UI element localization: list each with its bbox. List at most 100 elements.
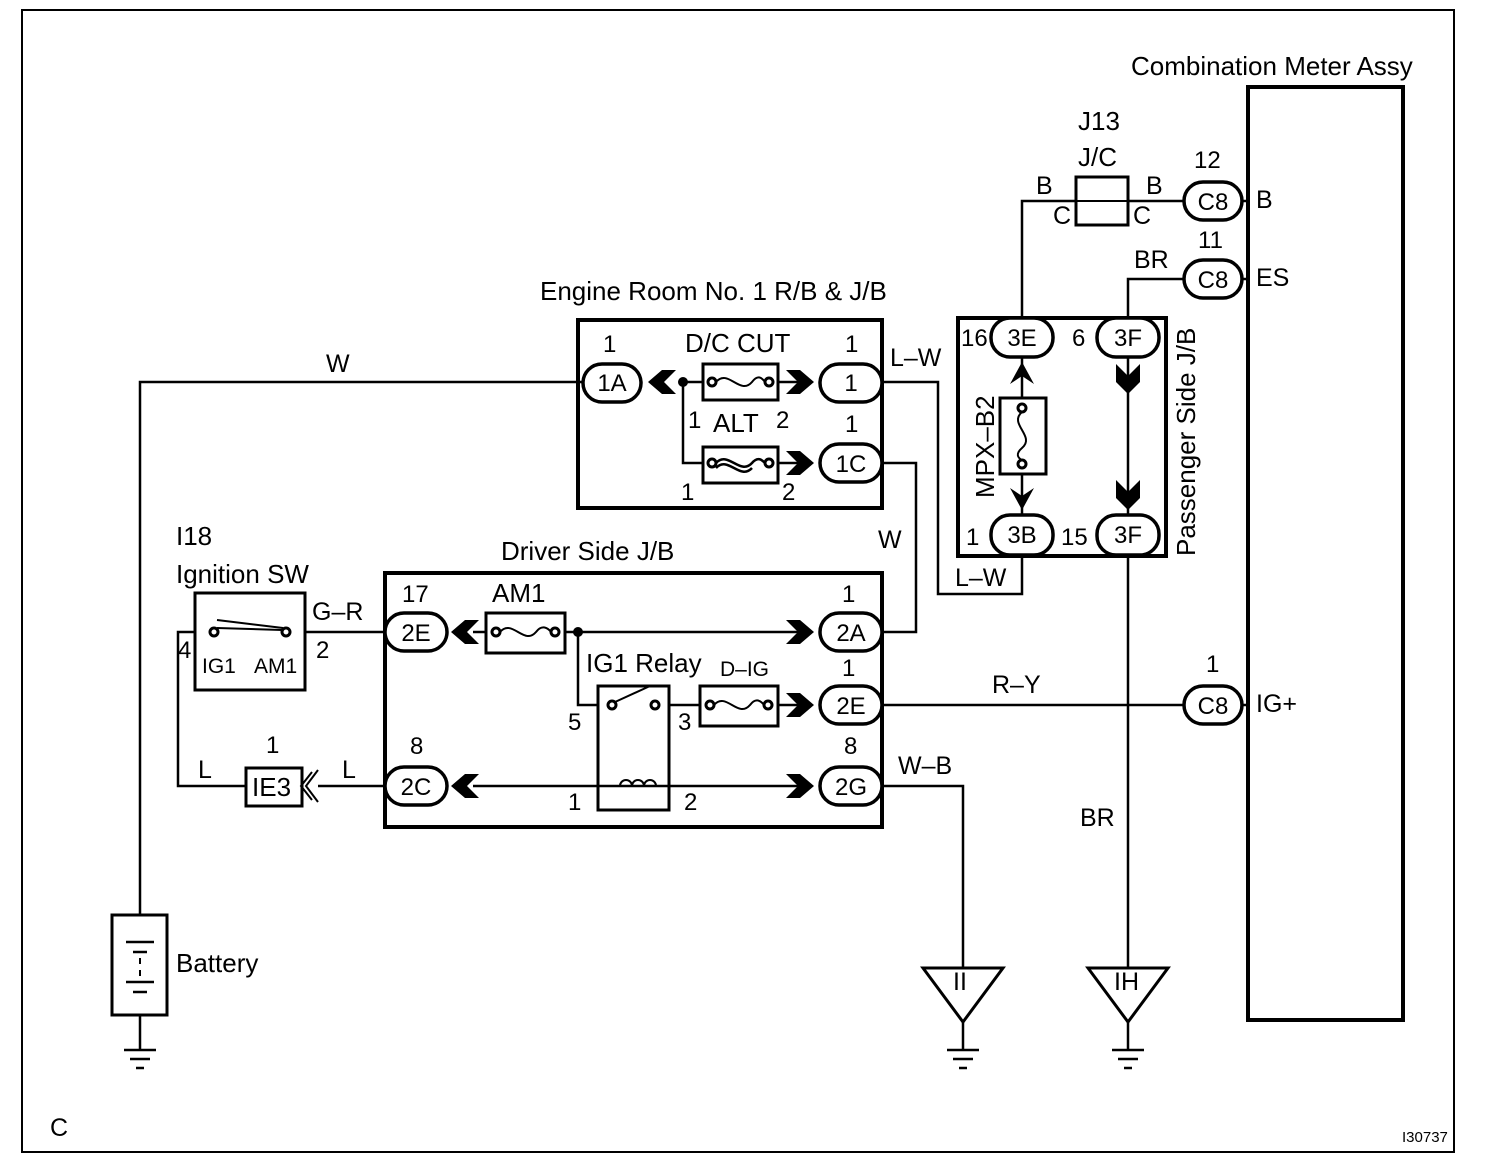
engine-room-title: Engine Room No. 1 R/B & J/B [540,276,887,306]
diagram-frame [21,9,1455,1153]
junction-dot [678,377,688,387]
wire-label: W–B [898,752,952,780]
pin-number: 3 [678,709,691,736]
connector-3f-top: 3F [1095,316,1161,359]
meter-terminal-es: ES [1256,264,1289,292]
engine-room-rb-box [576,318,884,510]
pin-number: 8 [410,733,423,760]
pin-number: 1 [845,411,858,438]
pin-number: 4 [178,637,191,664]
ignition-switch [193,591,307,692]
am1-fuse [484,611,567,655]
svg-text:3F: 3F [1114,522,1142,549]
terminal-arrows [451,362,1140,798]
combination-meter-box [1246,85,1405,1022]
ig1-relay [596,684,671,812]
svg-text:2C: 2C [401,774,432,801]
pin-number: 2 [684,789,697,816]
wire-label: W [326,350,350,378]
passenger-side-jb-box [956,316,1168,558]
svg-text:C8: C8 [1198,189,1229,216]
svg-text:3B: 3B [1007,522,1036,549]
meter-terminal-b: B [1256,186,1273,214]
pin-number: 5 [568,709,581,736]
figure-id: I30737 [1402,1129,1448,1146]
combination-meter-title: Combination Meter Assy [1131,51,1413,81]
svg-text:C8: C8 [1198,267,1229,294]
pin-number: 1 [966,524,979,551]
connector-2g: 2G [818,765,884,807]
connector-2c: 2C [383,765,449,807]
ignition-sw-title: Ignition SW [176,559,309,589]
pin-number: 1 [842,581,855,608]
ground-point-ii [920,966,1006,1025]
battery [110,913,169,1017]
pin-number: 1 [845,331,858,358]
am1-label: AM1 [492,578,545,608]
wire-label: C [1053,202,1071,230]
pin-number: 1 [681,479,694,506]
pin-number: 2 [782,479,795,506]
wires [138,199,1248,1050]
ie3-label: IE3 [252,772,291,802]
pin-number: 1 [842,655,855,682]
ground-label-ii: II [953,968,967,996]
pin-number: 8 [844,733,857,760]
d-ig-label: D–IG [720,658,769,681]
alt-label: ALT [713,408,759,438]
pin-number: 6 [1072,325,1085,352]
ground-symbol [1112,1048,1144,1070]
pin-number: 1 [1206,651,1219,678]
connector-1c: 1C [818,442,884,484]
meter-terminal-ig: IG+ [1256,690,1297,718]
svg-text:1C: 1C [836,451,867,478]
wire-label: L–W [890,344,942,372]
wire-label: L [342,756,356,784]
wire-label: BR [1134,246,1169,274]
connector-2e-left: 2E [383,611,449,653]
pin-number: 1 [266,732,279,759]
pin-number: 1 [568,789,581,816]
pin-number: 16 [961,325,988,352]
svg-text:2E: 2E [836,693,865,720]
pin-number: 2 [316,637,329,664]
mpx-b2-fuse [998,396,1048,476]
ground-point-ih [1085,966,1171,1025]
d-ig-fuse [698,684,780,728]
alt-fuse [701,445,780,485]
ie3-arrow [299,769,319,803]
svg-text:1A: 1A [597,370,626,397]
pin-number: 1 [603,331,616,358]
ground-label-ih: IH [1114,968,1139,996]
svg-text:C8: C8 [1198,693,1229,720]
junction-connector-j13 [1074,175,1130,227]
mpx-b2-label: MPX–B2 [970,395,1000,498]
svg-text:3F: 3F [1114,325,1142,352]
jc-label: J/C [1078,142,1117,172]
connector-c8-es: C8 [1182,258,1244,300]
pin-number: 1 [688,407,701,434]
connector-3f-bottom: 3F [1095,513,1161,557]
driver-side-jb-title: Driver Side J/B [501,536,674,566]
wire-label: B [1146,172,1163,200]
passenger-side-jb-title: Passenger Side J/B [1171,328,1201,556]
section-letter: C [50,1114,68,1142]
wire-label: BR [1080,804,1115,832]
wire-label: R–Y [992,671,1041,699]
pin-number: 11 [1198,227,1223,254]
pin-number: 12 [1194,147,1221,174]
jc-code: J13 [1078,106,1120,136]
svg-text:3E: 3E [1007,325,1036,352]
svg-text:2G: 2G [835,774,867,801]
switch-ig1-label: IG1 [202,655,236,678]
ground-symbol [947,1048,979,1070]
dc-cut-fuse [701,362,780,402]
wire-label: L–W [955,564,1007,592]
wire-label: G–R [312,598,363,626]
wire-label: B [1036,172,1053,200]
connector-3b: 3B [989,513,1055,557]
connector-2e-right: 2E [818,684,884,726]
pin-number: 15 [1061,524,1088,551]
battery-label: Battery [176,948,258,978]
